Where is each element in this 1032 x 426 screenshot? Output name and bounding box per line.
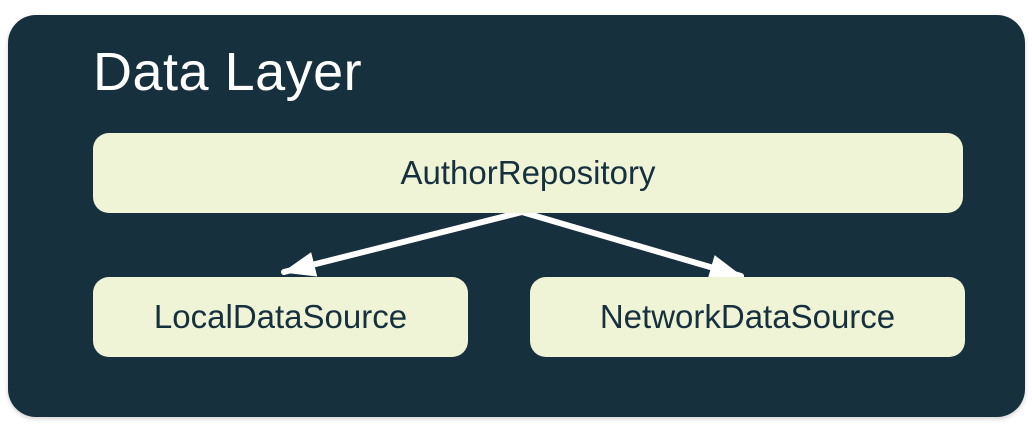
node-local-data-source-label: LocalDataSource xyxy=(153,298,408,335)
node-author-repository: AuthorRepository xyxy=(93,133,963,213)
diagram-title: Data Layer xyxy=(93,42,363,102)
arrow-repository-to-network-datasource xyxy=(519,209,744,280)
node-network-data-source-label: NetworkDataSource xyxy=(599,298,896,335)
data-layer-group: Data Layer AuthorRepository LocalDataSou… xyxy=(8,15,1025,417)
node-author-repository-label: AuthorRepository xyxy=(400,154,656,191)
node-local-data-source: LocalDataSource xyxy=(93,277,468,357)
arrow-repository-to-local-datasource xyxy=(281,209,525,277)
node-network-data-source: NetworkDataSource xyxy=(530,277,965,357)
